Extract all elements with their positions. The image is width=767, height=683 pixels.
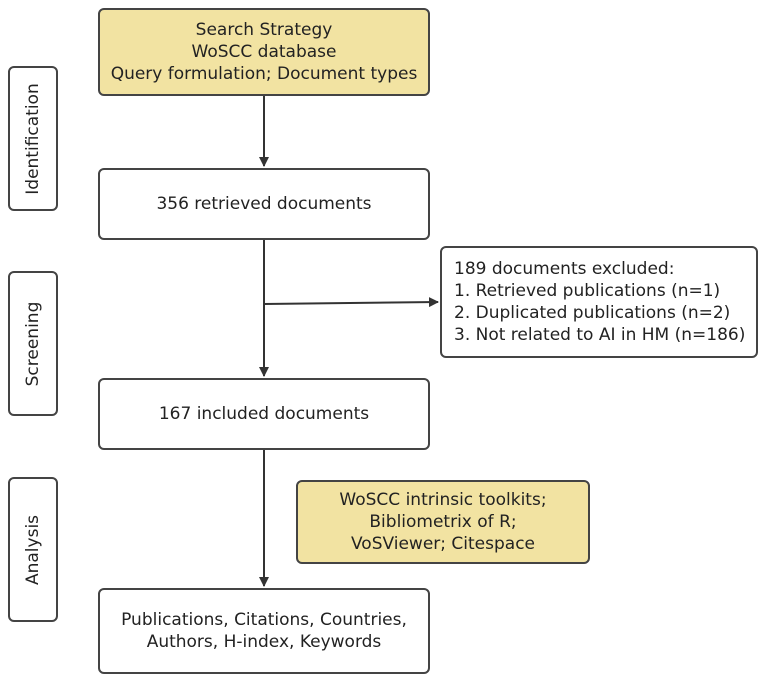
included-documents-label: 167 included documents bbox=[158, 404, 370, 424]
retrieved-documents-label: 356 retrieved documents bbox=[156, 194, 372, 214]
search-strategy-database: WoSCC database bbox=[191, 42, 337, 62]
search-strategy-box: Search Strategy WoSCC database Query for… bbox=[98, 8, 430, 96]
phase-analysis: Analysis bbox=[8, 477, 58, 622]
arrow-to-excluded bbox=[263, 297, 439, 308]
excluded-heading: 189 documents excluded: bbox=[454, 259, 675, 279]
tool-woscc: WoSCC intrinsic toolkits; bbox=[339, 490, 547, 510]
analysis-outputs-box: Publications, Citations, Countries, Auth… bbox=[98, 588, 430, 674]
analysis-tools-box: WoSCC intrinsic toolkits; Bibliometrix o… bbox=[296, 480, 590, 564]
search-strategy-title: Search Strategy bbox=[195, 20, 333, 40]
outputs-line-1: Publications, Citations, Countries, bbox=[121, 610, 407, 630]
excluded-reason-2: 2. Duplicated publications (n=2) bbox=[454, 303, 731, 323]
retrieved-documents-box: 356 retrieved documents bbox=[98, 168, 430, 240]
excluded-reason-3: 3. Not related to AI in HM (n=186) bbox=[454, 325, 746, 345]
excluded-reason-1: 1. Retrieved publications (n=1) bbox=[454, 281, 721, 301]
outputs-line-2: Authors, H-index, Keywords bbox=[146, 632, 382, 652]
excluded-documents-box: 189 documents excluded: 1. Retrieved pub… bbox=[440, 246, 758, 358]
phase-identification: Identification bbox=[8, 66, 58, 211]
search-strategy-query: Query formulation; Document types bbox=[110, 64, 418, 84]
tool-vosviewer-citespace: VoSViewer; Citespace bbox=[350, 534, 535, 554]
included-documents-box: 167 included documents bbox=[98, 378, 430, 450]
phase-screening: Screening bbox=[8, 271, 58, 416]
tool-bibliometrix: Bibliometrix of R; bbox=[369, 512, 517, 532]
